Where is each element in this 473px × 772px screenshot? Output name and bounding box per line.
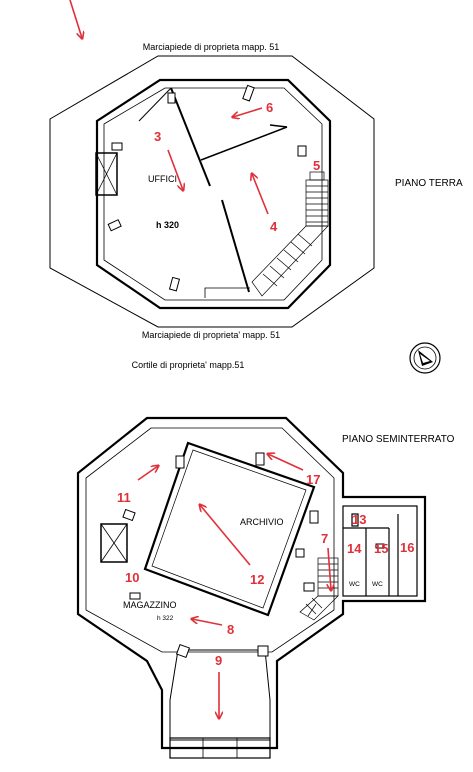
ground-lift-shaft [95, 152, 118, 196]
basement-outer-wall [76, 416, 427, 750]
ground-bottom-note: Marciapiede di proprieta' mapp. 51 [142, 330, 280, 340]
archive-room-inner [151, 449, 307, 609]
ground-fixture [297, 145, 307, 157]
ground-partition [269, 124, 288, 128]
marker-17-arrow [268, 454, 304, 471]
marker-9: 9 [215, 653, 222, 668]
basement-fixture [175, 455, 185, 469]
ground-floor: Marciapiede di proprieta mapp. 51 Marcia… [49, 42, 463, 370]
ground-fixture [168, 276, 181, 292]
ground-top-note: Marciapiede di proprieta mapp. 51 [143, 42, 280, 52]
storage-label: MAGAZZINO [123, 600, 177, 610]
marker-17: 17 [306, 472, 320, 487]
marker-12: 12 [250, 572, 264, 587]
ground-courtyard-note: Cortile di proprieta' mapp.51 [132, 360, 245, 370]
ground-floor-title: PIANO TERRA [395, 178, 463, 189]
marker-3: 3 [154, 129, 161, 144]
ground-partition [221, 199, 250, 293]
marker-14: 14 [347, 541, 362, 556]
service-block [342, 505, 418, 597]
basement-fixture [295, 548, 305, 558]
wc-left-label: WC [349, 581, 360, 588]
basement-fixture [122, 508, 136, 522]
basement-lift-shaft [100, 523, 128, 563]
ground-fixture [242, 84, 255, 102]
basement-fixture [175, 643, 191, 659]
basement-fixture [129, 592, 141, 600]
ground-outer-wall [95, 78, 332, 310]
marker-13: 13 [352, 512, 366, 527]
marker-11-arrow [137, 466, 158, 481]
ground-height-label: h 320 [156, 220, 179, 230]
ground-fixture [107, 219, 122, 232]
archive-room-wall [143, 441, 316, 617]
marker-4: 4 [270, 219, 278, 234]
ground-staircase [251, 171, 329, 297]
marker-4-arrow [252, 174, 269, 215]
ground-property-outline [49, 55, 375, 328]
storage-height-label: h 322 [157, 615, 174, 622]
ground-fixture [167, 92, 176, 104]
ground-partition [200, 126, 288, 161]
basement-floor: PIANO SEMINTERRATO ARCHIVIO MAGAZZINO h … [76, 416, 455, 759]
marker-8-arrow [192, 619, 223, 626]
marker-12-arrow [200, 505, 251, 566]
photo-markers: 3 4 5 6 7 8 9 10 11 12 13 14 15 16 17 [69, 0, 414, 718]
basement-floor-title: PIANO SEMINTERRATO [342, 434, 455, 445]
marker-15: 15 [374, 541, 388, 556]
basement-fixture [257, 645, 269, 657]
basement-fixture [309, 510, 319, 524]
archive-label: ARCHIVIO [240, 517, 284, 527]
marker-11: 11 [117, 490, 131, 505]
ground-room-label: UFFICI [148, 174, 177, 184]
ground-partition [170, 87, 211, 187]
marker-7-arrow [328, 547, 331, 590]
marker-8: 8 [227, 622, 234, 637]
basement-fixture [375, 543, 385, 549]
ground-fixture [111, 142, 123, 151]
basement-fixture [255, 452, 265, 466]
marker-5: 5 [313, 158, 320, 173]
ground-entrance [204, 287, 250, 298]
marker-16: 16 [400, 540, 414, 555]
basement-fixture [303, 582, 315, 592]
ground-lift-cross [95, 152, 118, 196]
marker-3-arrow [167, 149, 183, 190]
marker-6-arrow [233, 107, 263, 117]
marker-10: 10 [125, 570, 139, 585]
marker-7: 7 [321, 531, 328, 546]
compass-icon [409, 342, 441, 374]
wc-right-label: WC [372, 581, 383, 588]
marker-6: 6 [266, 100, 273, 115]
basement-inner-wall [85, 427, 335, 653]
basement-lift-cross [100, 523, 128, 563]
marker-arrow [69, 0, 82, 38]
ground-partition [138, 87, 172, 122]
